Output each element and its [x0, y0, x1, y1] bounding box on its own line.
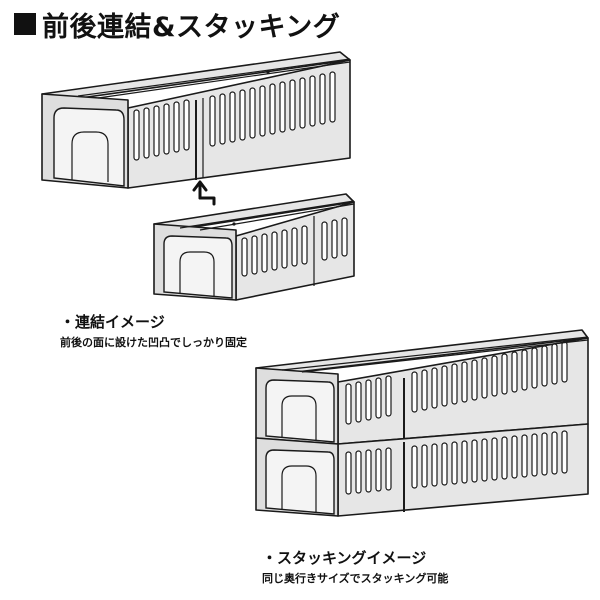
vent-slots — [241, 217, 348, 277]
vent-slots — [345, 341, 568, 425]
vent-slots — [133, 71, 336, 161]
connection-caption-subtitle: 前後の面に設けた凹凸でしっかり固定 — [60, 336, 247, 349]
page-title-text: 前後連結&スタッキング — [42, 11, 341, 43]
page-title: 前後連結&スタッキング — [14, 4, 340, 44]
vent-slots — [345, 430, 568, 495]
stacking-illustration — [255, 329, 589, 517]
up-arrow-icon — [192, 180, 216, 206]
black-square-icon — [14, 13, 36, 35]
connection-caption-title: ・連結イメージ — [60, 313, 165, 331]
connection-lower-unit-illustration — [153, 193, 355, 301]
stacking-caption-title: ・スタッキングイメージ — [262, 549, 427, 567]
connection-upper-unit-illustration — [41, 51, 351, 189]
connection-caption: ・連結イメージ 前後の面に設けた凹凸でしっかり固定 — [60, 312, 247, 351]
stacking-caption-subtitle: 同じ奥行きサイズでスタッキング可能 — [262, 572, 449, 585]
stacking-caption: ・スタッキングイメージ 同じ奥行きサイズでスタッキング可能 — [262, 548, 448, 587]
